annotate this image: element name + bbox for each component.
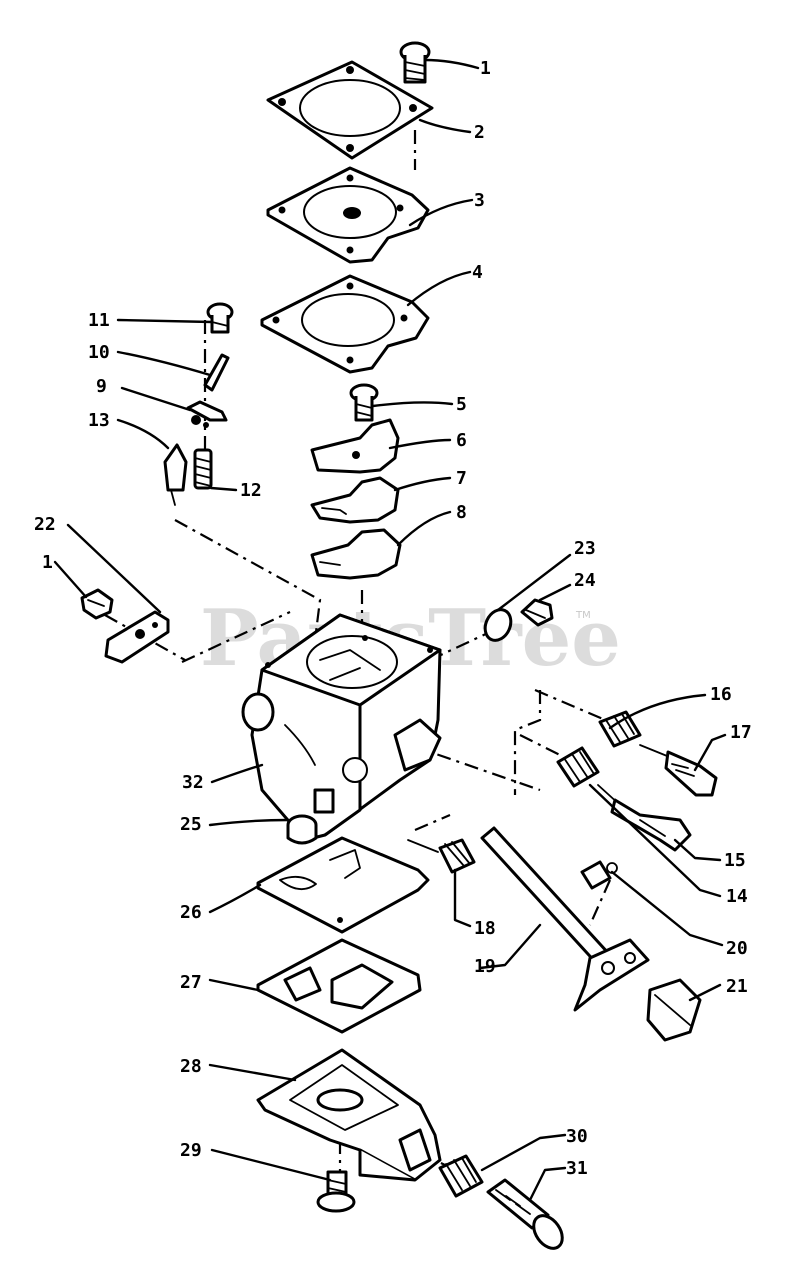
callout-31: 31 bbox=[566, 1158, 588, 1179]
callout-12: 12 bbox=[240, 480, 262, 501]
needle-part-15 bbox=[597, 784, 692, 852]
screw-part-11 bbox=[206, 302, 234, 334]
callout-11: 11 bbox=[88, 310, 110, 331]
callout-3: 3 bbox=[474, 190, 485, 211]
callout-6: 6 bbox=[456, 430, 467, 451]
callout-24: 24 bbox=[574, 570, 596, 591]
callout-labels: 1 2 3 4 5 6 7 8 9 10 11 12 13 14 15 16 1… bbox=[34, 58, 752, 1179]
plate-part-8 bbox=[310, 528, 402, 580]
callout-15: 15 bbox=[724, 850, 746, 871]
gasket-part-27 bbox=[256, 938, 422, 1034]
callout-10: 10 bbox=[88, 342, 110, 363]
callout-13: 13 bbox=[88, 410, 110, 431]
callout-1-left: 1 bbox=[42, 552, 53, 573]
callout-5: 5 bbox=[456, 394, 467, 415]
callout-16: 16 bbox=[710, 684, 732, 705]
spring-part-30 bbox=[438, 1154, 484, 1198]
callout-8: 8 bbox=[456, 502, 467, 523]
diaphragm-cover-part-2 bbox=[266, 60, 434, 160]
throttle-shaft-part-19 bbox=[480, 826, 650, 1012]
callout-25: 25 bbox=[180, 814, 202, 835]
callout-22: 22 bbox=[34, 514, 56, 535]
callout-4: 4 bbox=[472, 262, 483, 283]
callout-1: 1 bbox=[480, 58, 491, 79]
screen-part-24 bbox=[520, 598, 554, 627]
callout-23: 23 bbox=[574, 538, 596, 559]
plate-part-7 bbox=[310, 476, 400, 524]
clip-plate-part-22 bbox=[104, 610, 170, 664]
metering-lever-part-6 bbox=[310, 418, 400, 474]
pump-body-part-28 bbox=[256, 1048, 442, 1182]
plug-part-25 bbox=[286, 814, 318, 845]
needle-part-17 bbox=[639, 744, 718, 797]
callout-26: 26 bbox=[180, 902, 202, 923]
return-spring-part-18 bbox=[407, 838, 476, 874]
callout-9: 9 bbox=[96, 376, 107, 397]
spring-part-16 bbox=[598, 710, 642, 748]
callout-32: 32 bbox=[182, 772, 204, 793]
screw-part-1-left bbox=[80, 588, 114, 620]
callout-19: 19 bbox=[474, 956, 496, 977]
screw-part-29 bbox=[316, 1170, 356, 1213]
spring-part-14 bbox=[556, 746, 600, 788]
trademark: TM bbox=[575, 610, 591, 621]
callout-28: 28 bbox=[180, 1056, 202, 1077]
callout-2: 2 bbox=[474, 122, 485, 143]
carburetor-body-part-32 bbox=[241, 613, 442, 842]
callout-30: 30 bbox=[566, 1126, 588, 1147]
callout-29: 29 bbox=[180, 1140, 202, 1161]
callout-18: 18 bbox=[474, 918, 496, 939]
screw-part-31 bbox=[486, 1178, 564, 1250]
gasket-part-26 bbox=[256, 836, 430, 934]
spring-part-12 bbox=[193, 448, 213, 490]
diaphragm-part-3 bbox=[266, 166, 430, 264]
inlet-lever-part-9 bbox=[186, 400, 228, 428]
leader-lines bbox=[53, 58, 727, 1202]
callout-21: 21 bbox=[726, 976, 748, 997]
gasket-part-23 bbox=[483, 608, 513, 642]
plug-part-21 bbox=[646, 978, 702, 1042]
callout-7: 7 bbox=[456, 468, 467, 489]
callout-14: 14 bbox=[726, 886, 748, 907]
pin-part-10 bbox=[203, 353, 230, 392]
screw-part-1 bbox=[399, 41, 431, 84]
gasket-part-4 bbox=[260, 274, 430, 374]
callout-17: 17 bbox=[730, 722, 752, 743]
callout-27: 27 bbox=[180, 972, 202, 993]
callout-20: 20 bbox=[726, 938, 748, 959]
screw-part-5 bbox=[349, 383, 379, 422]
clip-part-20 bbox=[580, 860, 618, 890]
inlet-needle-part-13 bbox=[163, 443, 188, 506]
